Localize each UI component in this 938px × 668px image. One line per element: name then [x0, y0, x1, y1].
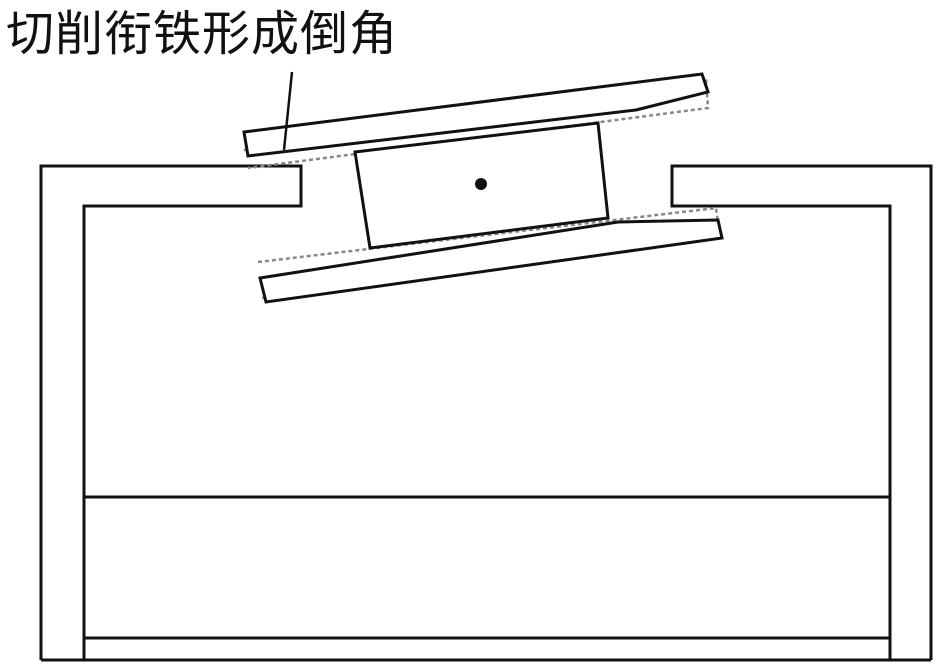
- pivot-point: [475, 178, 487, 190]
- annotation-leader-line: [282, 71, 294, 151]
- left-housing-wall: [39, 164, 303, 660]
- chamfer-annotation-label: 切削衔铁形成倒角: [6, 6, 399, 62]
- lower-armature-plate: [258, 218, 724, 304]
- base-frame: [39, 164, 933, 662]
- right-housing-wall: [670, 164, 933, 660]
- armature-assembly: [242, 72, 724, 304]
- upper-armature-plate: [242, 72, 710, 158]
